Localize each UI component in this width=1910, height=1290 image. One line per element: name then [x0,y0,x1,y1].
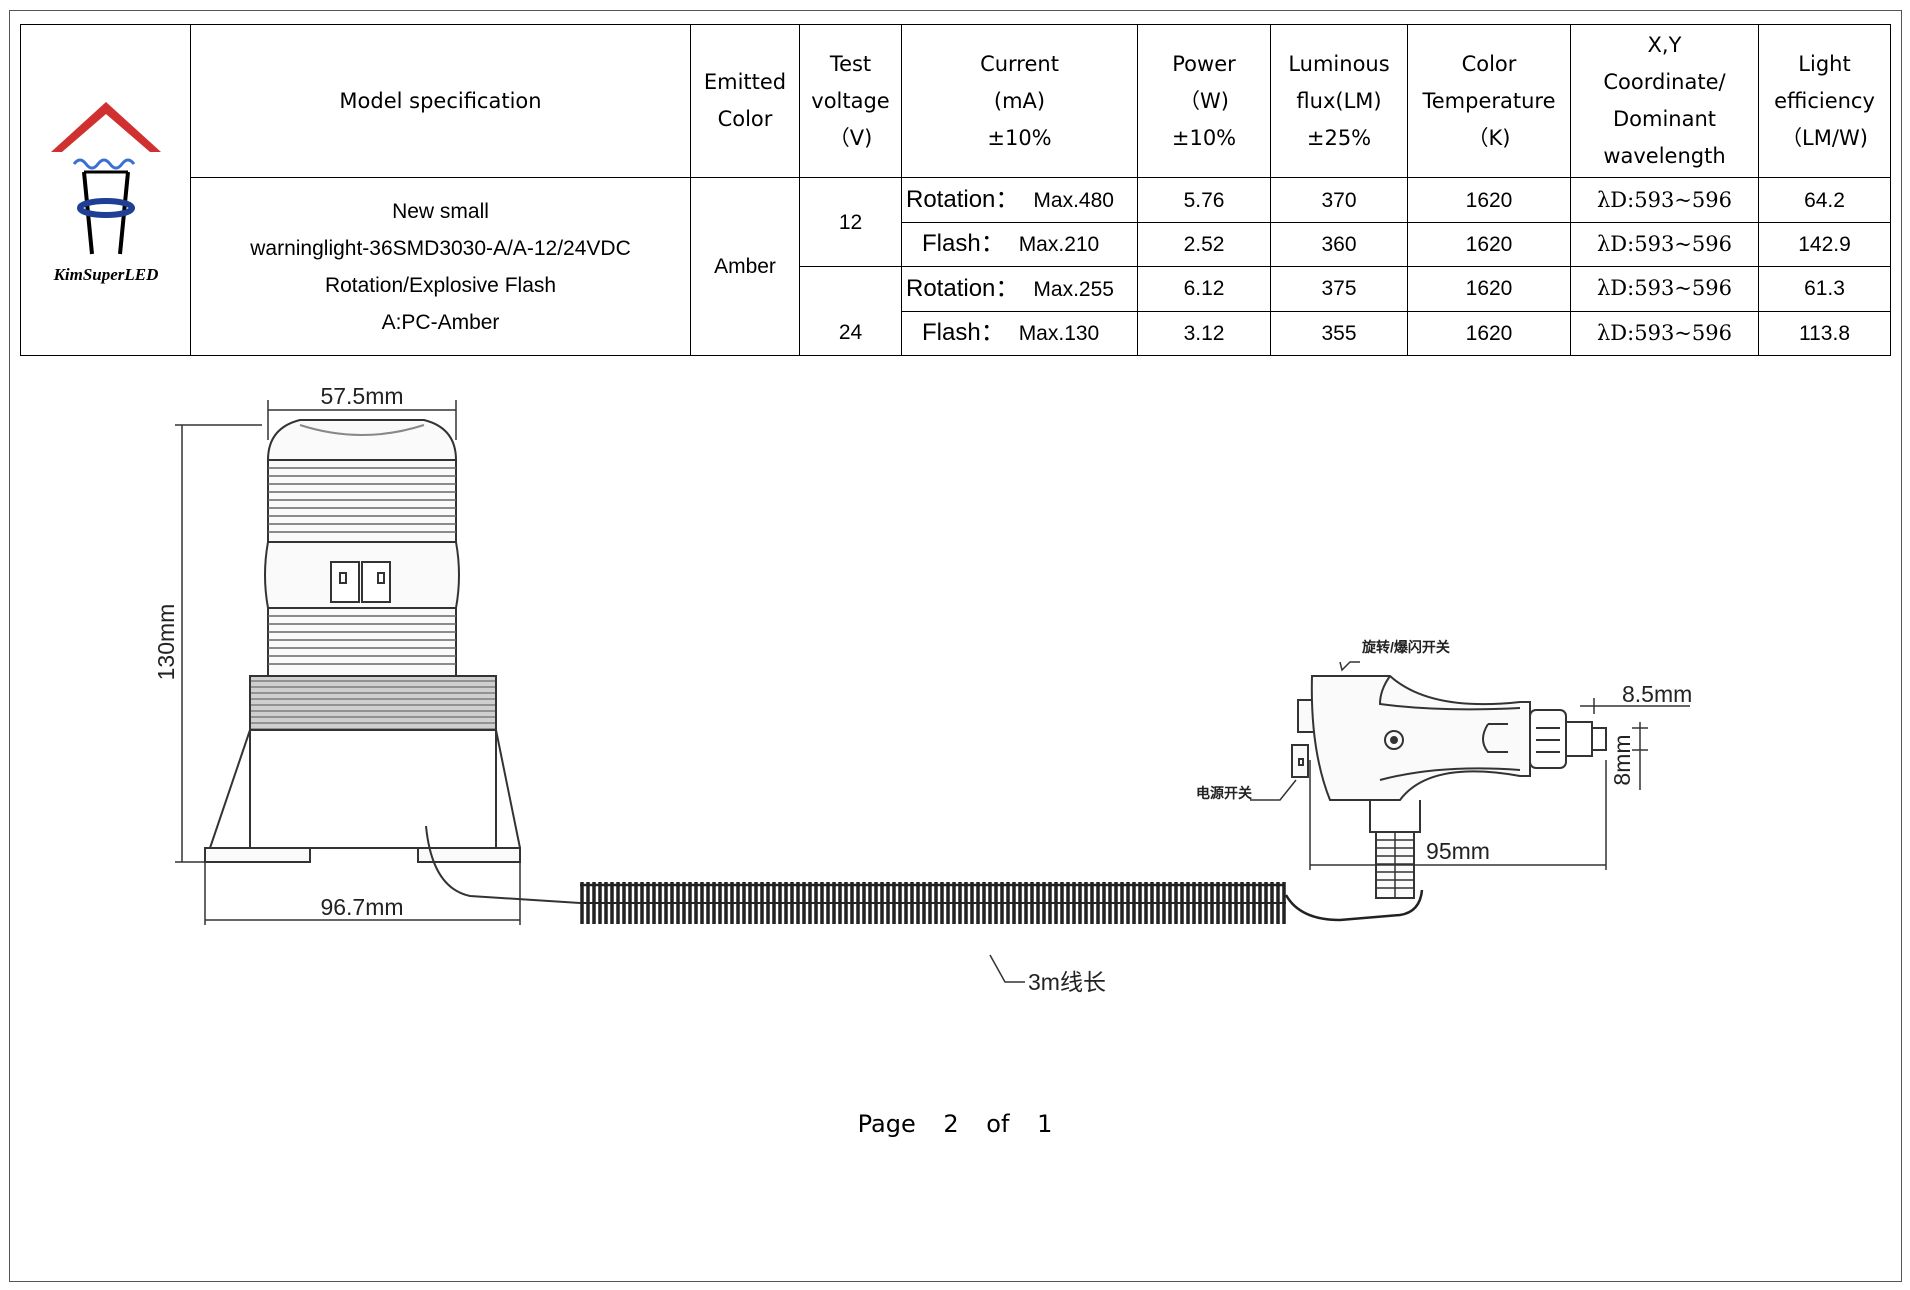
efficiency-cell: 142.9 [1758,221,1891,268]
dim-top-width: 57.5mm [320,383,403,409]
wavelength-cell: λD:593~596 [1570,310,1759,357]
technical-drawing: 57.5mm 130mm 96.7mm 3m线长 [153,383,1692,995]
dim-base-width: 96.7mm [320,894,403,920]
wavelength-cell: λD:593~596 [1570,266,1759,312]
ribbed-lens [264,459,460,677]
power-cell: 6.12 [1137,266,1271,312]
flux-cell: 360 [1270,221,1408,268]
flux-cell: 375 [1270,266,1408,312]
knurled-collar [249,675,497,731]
note-mode-switch: 旋转/爆闪开关 [1361,639,1450,655]
mode-cell: Flash：Max.130 [901,310,1138,357]
wavelength-cell: λD:593~596 [1570,221,1759,268]
logo-cell: KimSuperLED [20,24,191,356]
ring-icon [76,198,135,218]
cct-cell: 1620 [1407,310,1571,357]
page-footer: Page 2 of 1 [0,1110,1910,1138]
flux-cell: 355 [1270,310,1408,357]
roof-icon [50,102,161,152]
header-model: Model specification [190,23,691,179]
page-frame [9,10,1902,1282]
of-word: of [986,1110,1010,1138]
power-cell: 3.12 [1137,310,1271,357]
warning-light-drawing [204,419,581,904]
power-cell: 2.52 [1137,221,1271,268]
note-power-switch: 电源开关 [1196,785,1252,801]
page-total: 1 [1037,1110,1053,1138]
mode-cell: Flash：Max.210 [901,221,1138,268]
voltage-cell-24: 24 [799,266,902,356]
page-number: 2 [943,1110,959,1138]
emitted-color-cell: Amber [690,177,800,356]
efficiency-cell: 113.8 [1758,310,1891,357]
dim-height: 130mm [153,604,179,681]
flux-cell: 370 [1270,177,1408,223]
mode-cell: Rotation：Max.480 [901,177,1138,223]
dim-plug-tip: 8.5mm [1622,681,1692,707]
power-cell: 5.76 [1137,177,1271,223]
dim-cable-length: 3m线长 [1028,969,1106,995]
kimsuperled-logo: KimSuperLED [50,102,161,284]
coiled-cable [580,882,1424,924]
mode-cell: Rotation：Max.255 [901,266,1138,312]
efficiency-cell: 64.2 [1758,177,1891,223]
logo-text: KimSuperLED [52,265,158,284]
header-current: Current(mA)±10% [901,23,1138,179]
wavelength-cell: λD:593~596 [1570,177,1759,223]
dim-plug-length: 95mm [1426,838,1490,864]
cct-cell: 1620 [1407,221,1571,268]
voltage-cell-12: 12 [799,177,902,268]
water-wave-icon [72,158,135,170]
page-word: Page [857,1110,916,1138]
efficiency-cell: 61.3 [1758,266,1891,312]
cct-cell: 1620 [1407,177,1571,223]
cigarette-plug [1291,675,1607,899]
header-power: Power（W)±10% [1137,23,1271,179]
dim-plug-diameter: 8mm [1609,734,1635,785]
cct-cell: 1620 [1407,266,1571,312]
plug-dimension-lines [1250,661,1690,870]
dimension-lines [175,400,521,925]
